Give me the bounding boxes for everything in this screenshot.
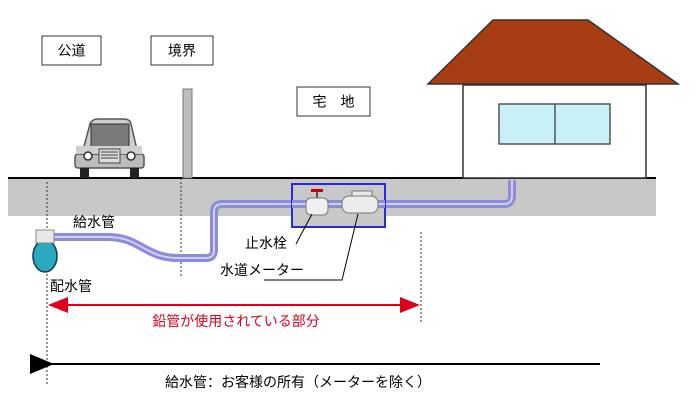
distribution-pipe-icon — [32, 229, 58, 273]
stop-valve-label: 止水栓 — [245, 236, 287, 252]
supply-pipe-label: 給水管 — [73, 215, 115, 231]
stop-valve-leader — [295, 213, 313, 245]
residential-land-label: 宅 地 — [313, 95, 355, 111]
water-meter-label: 水道メーター — [220, 263, 304, 279]
supply-pipe-highlight — [38, 180, 513, 259]
house-icon — [426, 19, 681, 179]
lead-pipe-section-label: 鉛管が使用されている部分 — [152, 313, 320, 330]
car-icon — [74, 118, 145, 178]
stop-valve-icon — [305, 189, 329, 216]
ownership-label: 給水管：お客様の所有（メーターを除く） — [165, 374, 431, 391]
boundary-label-box — [150, 35, 214, 66]
public-road-label: 公道 — [58, 44, 86, 60]
distribution-pipe-label: 配水管 — [50, 279, 92, 295]
boundary-label: 境界 — [168, 44, 196, 60]
residential-land-label-box — [296, 86, 371, 117]
boundary-post — [182, 88, 193, 179]
public-road-label-box — [41, 35, 102, 66]
water-meter-icon — [341, 190, 379, 214]
water-meter-leader — [264, 213, 359, 281]
